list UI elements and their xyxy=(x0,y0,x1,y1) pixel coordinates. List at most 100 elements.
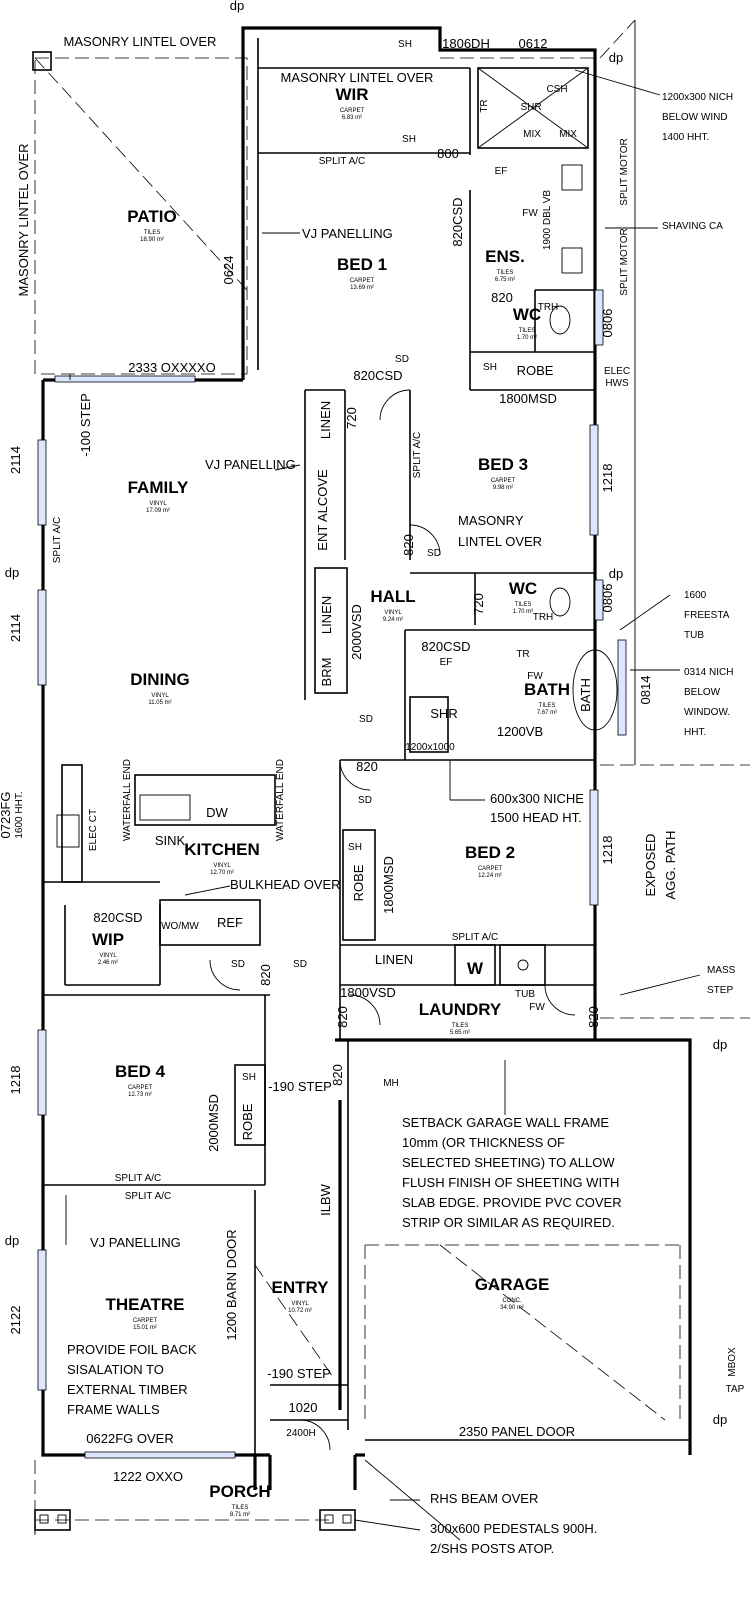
svg-text:VJ PANELLING: VJ PANELLING xyxy=(90,1235,181,1250)
room-wip: WIP xyxy=(92,930,124,949)
svg-text:15.01 m²: 15.01 m² xyxy=(133,1325,157,1331)
svg-text:2114: 2114 xyxy=(8,446,23,474)
svg-text:LINTEL OVER: LINTEL OVER xyxy=(458,534,542,549)
vanity-basin xyxy=(561,164,583,191)
svg-text:CARPET: CARPET xyxy=(340,108,365,114)
room-bed2: BED 2 xyxy=(465,843,515,862)
svg-text:CARPET: CARPET xyxy=(478,866,503,872)
svg-text:0612: 0612 xyxy=(519,36,548,51)
svg-text:CARPET: CARPET xyxy=(128,1085,153,1091)
svg-text:1800MSD: 1800MSD xyxy=(381,856,396,914)
svg-text:SHR: SHR xyxy=(430,706,457,721)
svg-text:0814: 0814 xyxy=(638,676,653,705)
windows xyxy=(37,289,627,1459)
fixtures xyxy=(56,164,618,971)
svg-text:820CSD: 820CSD xyxy=(450,197,465,246)
svg-text:BULKHEAD OVER: BULKHEAD OVER xyxy=(230,877,341,892)
svg-text:EXPOSED: EXPOSED xyxy=(643,834,658,897)
svg-text:STRIP OR SIMILAR AS REQUIRED.: STRIP OR SIMILAR AS REQUIRED. xyxy=(402,1215,615,1230)
svg-text:SHR: SHR xyxy=(520,102,541,113)
split-ac-label: SPLIT A/C xyxy=(452,932,499,943)
svg-text:VINYL: VINYL xyxy=(151,693,169,699)
svg-text:820: 820 xyxy=(335,1006,350,1028)
svg-text:AGG. PATH: AGG. PATH xyxy=(663,831,678,900)
svg-text:RHS BEAM OVER: RHS BEAM OVER xyxy=(430,1491,538,1506)
room-theatre: THEATRE xyxy=(105,1295,184,1314)
svg-text:dp: dp xyxy=(713,1037,727,1052)
svg-text:2114: 2114 xyxy=(8,614,23,642)
svg-text:2122: 2122 xyxy=(8,1306,23,1335)
svg-text:TRH: TRH xyxy=(538,302,559,313)
svg-text:800: 800 xyxy=(437,146,459,161)
svg-text:TILES: TILES xyxy=(144,230,161,236)
svg-text:6.75 m²: 6.75 m² xyxy=(495,277,515,283)
svg-text:1218: 1218 xyxy=(600,464,615,493)
svg-text:18.90 m²: 18.90 m² xyxy=(140,237,164,243)
room-garage: GARAGE xyxy=(475,1275,550,1294)
svg-text:ENT ALCOVE: ENT ALCOVE xyxy=(315,469,330,551)
svg-text:1400 HHT.: 1400 HHT. xyxy=(662,132,709,143)
svg-text:-100 STEP: -100 STEP xyxy=(78,393,93,457)
svg-text:SISALATION TO: SISALATION TO xyxy=(67,1362,164,1377)
svg-text:VINYL: VINYL xyxy=(384,610,402,616)
svg-text:BELOW WIND: BELOW WIND xyxy=(662,112,728,123)
svg-text:FW: FW xyxy=(527,671,543,682)
svg-text:17.09 m²: 17.09 m² xyxy=(146,508,170,514)
split-ac-label: SPLIT A/C xyxy=(412,432,423,479)
svg-text:1500 HEAD HT.: 1500 HEAD HT. xyxy=(490,810,582,825)
svg-text:ROBE: ROBE xyxy=(517,363,554,378)
notes: 1200x300 NICH BELOW WIND 1400 HHT. SHAVI… xyxy=(67,92,736,1556)
svg-text:0723FG: 0723FG xyxy=(0,792,13,839)
room-kitchen: KITCHEN xyxy=(184,840,260,859)
dimension-labels: 1806DH 0612 800 820CSD 0624 820 0806 233… xyxy=(0,36,653,1484)
split-ac-label: SPLIT A/C xyxy=(319,156,366,167)
svg-text:BELOW: BELOW xyxy=(684,687,721,698)
svg-text:10mm (OR THICKNESS OF: 10mm (OR THICKNESS OF xyxy=(402,1135,565,1150)
room-hall: HALL xyxy=(370,587,415,606)
split-ac-label: SPLIT A/C xyxy=(125,1191,172,1202)
svg-text:MASONRY LINTEL OVER: MASONRY LINTEL OVER xyxy=(64,34,217,49)
svg-text:300x600 PEDESTALS 900H.: 300x600 PEDESTALS 900H. xyxy=(430,1521,597,1536)
svg-text:1218: 1218 xyxy=(600,836,615,865)
svg-text:SD: SD xyxy=(231,959,245,970)
svg-text:CONC.: CONC. xyxy=(502,1298,522,1304)
svg-text:HWS: HWS xyxy=(605,378,629,389)
room-bed1: BED 1 xyxy=(337,255,387,274)
split-motor-label: SPLIT MOTOR xyxy=(619,138,630,205)
svg-text:1600 HHT.: 1600 HHT. xyxy=(14,791,25,838)
split-motor-label: SPLIT MOTOR xyxy=(619,228,630,295)
svg-text:12.24 m²: 12.24 m² xyxy=(478,873,502,879)
svg-text:TR: TR xyxy=(479,99,490,112)
svg-text:0314 NICH: 0314 NICH xyxy=(684,667,733,678)
svg-text:2/SHS POSTS ATOP.: 2/SHS POSTS ATOP. xyxy=(430,1541,554,1556)
room-entry: ENTRY xyxy=(272,1278,330,1297)
svg-text:1.70 m²: 1.70 m² xyxy=(517,335,537,341)
svg-text:9.24 m²: 9.24 m² xyxy=(383,617,403,623)
svg-text:EXTERNAL TIMBER: EXTERNAL TIMBER xyxy=(67,1382,188,1397)
svg-text:WATERFALL END: WATERFALL END xyxy=(275,759,286,841)
svg-text:1200x300 NICH: 1200x300 NICH xyxy=(662,92,733,103)
svg-text:HHT.: HHT. xyxy=(684,727,706,738)
svg-text:BATH: BATH xyxy=(578,678,593,712)
svg-text:TILES: TILES xyxy=(232,1505,249,1511)
room-laundry: LAUNDRY xyxy=(419,1000,502,1019)
svg-text:13.69 m²: 13.69 m² xyxy=(350,285,374,291)
room-labels: PATIO TILES 18.90 m² WIR CARPET 6.83 m² … xyxy=(92,85,570,1518)
svg-text:12.73 m²: 12.73 m² xyxy=(128,1092,152,1098)
annotation-labels: MASONRY LINTEL OVER MASONRY LINTEL OVER … xyxy=(5,0,745,1439)
svg-text:SELECTED SHEETING) TO ALLOW: SELECTED SHEETING) TO ALLOW xyxy=(402,1155,615,1170)
svg-text:dp: dp xyxy=(609,50,623,65)
wc-pan xyxy=(549,305,571,335)
svg-text:1222 OXXO: 1222 OXXO xyxy=(113,1469,183,1484)
svg-text:1.70 m²: 1.70 m² xyxy=(513,609,533,615)
svg-text:dp: dp xyxy=(5,1233,19,1248)
svg-text:MH: MH xyxy=(383,1078,399,1089)
svg-text:5.65 m²: 5.65 m² xyxy=(450,1030,470,1036)
svg-text:2333 OXXXXO: 2333 OXXXXO xyxy=(128,360,215,375)
svg-text:dp: dp xyxy=(609,566,623,581)
split-ac-label: SPLIT A/C xyxy=(52,517,63,564)
svg-text:SD: SD xyxy=(358,795,372,806)
svg-text:SD: SD xyxy=(293,959,307,970)
room-wir: WIR xyxy=(335,85,368,104)
